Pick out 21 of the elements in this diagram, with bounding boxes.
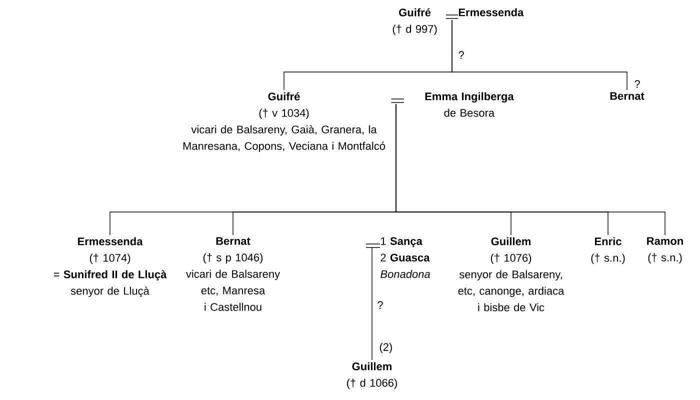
descent-line	[452, 20, 628, 90]
person-entry: Bernat	[610, 92, 644, 100]
person-entry: Guillem († d 1066)	[347, 362, 397, 389]
marriage-sign	[390, 98, 404, 103]
person-entry: Ramon († s.n.)	[647, 237, 683, 264]
person-entry: Emma Ingilberga de Besora	[425, 92, 514, 117]
descent-line	[366, 244, 380, 360]
annotation: ?	[634, 80, 640, 88]
marriage-sign	[446, 14, 458, 19]
person-entry: Guifré († v 1034) vicari de Balsareny, Gaià, Granera, la Manresana, Copons, Veciana i Montfalcó	[183, 92, 385, 152]
annotation: ?	[378, 301, 383, 309]
annotation: (2)	[380, 342, 392, 354]
person-entry: Ermessenda († 1074) = Sunifred II de Lluçà senyor de Lluçà	[54, 237, 167, 297]
person-entry: 1 Sança 2 Guasca Bonadona	[380, 237, 430, 278]
person-entry: Ermessenda	[458, 8, 524, 16]
person-entry: Bernat († s p 1046) vicari de Balsareny etc, Manresa i Castellnou	[186, 237, 280, 311]
person-entry: Guifré († d 997)	[392, 8, 437, 36]
descent-line	[396, 104, 666, 236]
person-entry: Guillem († 1076) senyor de Balsareny, etc, canonge, ardiaca i bisbe de Vic	[458, 237, 564, 312]
annotation: ?	[458, 51, 464, 59]
person-entry: Enric († s.n.)	[591, 237, 625, 264]
